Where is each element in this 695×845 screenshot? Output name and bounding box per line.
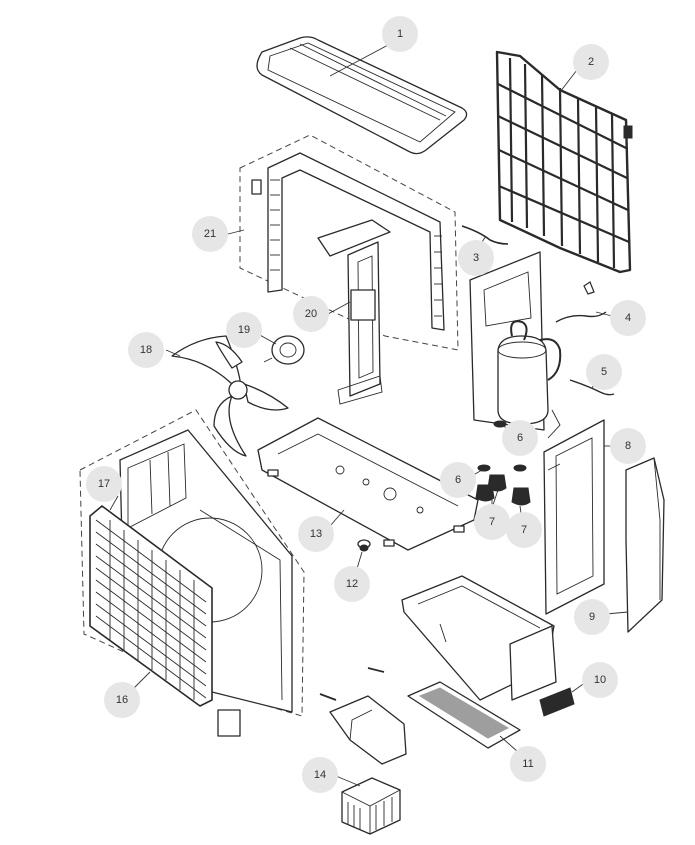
callout-5: 5	[586, 354, 622, 390]
part-sensor-tube	[461, 225, 509, 245]
part-rear-grille	[495, 50, 633, 274]
part-fan-blade	[171, 335, 289, 457]
callout-1: 1	[382, 16, 418, 52]
part-fan-motor	[263, 335, 305, 365]
callout-label: 5	[601, 366, 607, 378]
part-top-cover	[256, 36, 468, 155]
callout-21: 21	[192, 216, 228, 252]
part-drain-plug	[357, 539, 371, 552]
callout-label: 12	[346, 578, 358, 590]
callout-label: 4	[625, 312, 631, 324]
part-cable	[555, 281, 607, 323]
callout-label: 19	[238, 324, 250, 336]
callout-2: 2	[573, 44, 609, 80]
callout-label: 8	[625, 440, 631, 452]
callout-12: 12	[334, 566, 370, 602]
callout-3: 3	[458, 240, 494, 276]
callout-13: 13	[298, 516, 334, 552]
callout-label: 7	[521, 524, 527, 536]
callout-7a: 7	[474, 504, 510, 540]
callout-label: 20	[305, 308, 317, 320]
part-right-side-panel	[543, 419, 605, 615]
part-pcb	[407, 681, 521, 749]
callout-4: 4	[610, 300, 646, 336]
part-compressor-assembly	[469, 251, 562, 439]
callout-6a: 6	[502, 420, 538, 456]
callout-label: 17	[98, 478, 110, 490]
callout-7b: 7	[506, 512, 542, 548]
callout-14: 14	[302, 757, 338, 793]
part-condenser-coil	[239, 134, 459, 351]
callout-label: 6	[455, 474, 461, 486]
part-electrical-box	[401, 575, 557, 701]
part-base-plate	[257, 417, 479, 551]
callout-label: 14	[314, 769, 326, 781]
part-grommets	[475, 420, 531, 506]
callout-label: 13	[310, 528, 322, 540]
callout-label: 21	[204, 228, 216, 240]
callout-9: 9	[574, 599, 610, 635]
callout-8: 8	[610, 428, 646, 464]
callout-11: 11	[510, 746, 546, 782]
callout-18: 18	[128, 332, 164, 368]
callout-label: 2	[588, 56, 594, 68]
callout-16: 16	[104, 682, 140, 718]
callout-label: 16	[116, 694, 128, 706]
callout-label: 18	[140, 344, 152, 356]
part-front-grille	[89, 505, 241, 737]
callout-label: 1	[397, 28, 403, 40]
callout-10: 10	[582, 662, 618, 698]
part-capillary-tube	[569, 379, 615, 396]
callout-label: 9	[589, 611, 595, 623]
callout-label: 7	[489, 516, 495, 528]
callout-label: 10	[594, 674, 606, 686]
part-small-tray	[319, 667, 407, 765]
part-motor-bracket	[317, 219, 391, 405]
callout-19: 19	[226, 312, 262, 348]
callout-20: 20	[293, 296, 329, 332]
part-right-front-panel	[625, 457, 665, 633]
callout-label: 6	[517, 432, 523, 444]
callout-label: 3	[473, 252, 479, 264]
part-terminal-block	[539, 687, 575, 717]
callout-label: 11	[522, 758, 533, 770]
part-reactor	[341, 777, 401, 835]
callout-17: 17	[86, 466, 122, 502]
callout-6b: 6	[440, 462, 476, 498]
